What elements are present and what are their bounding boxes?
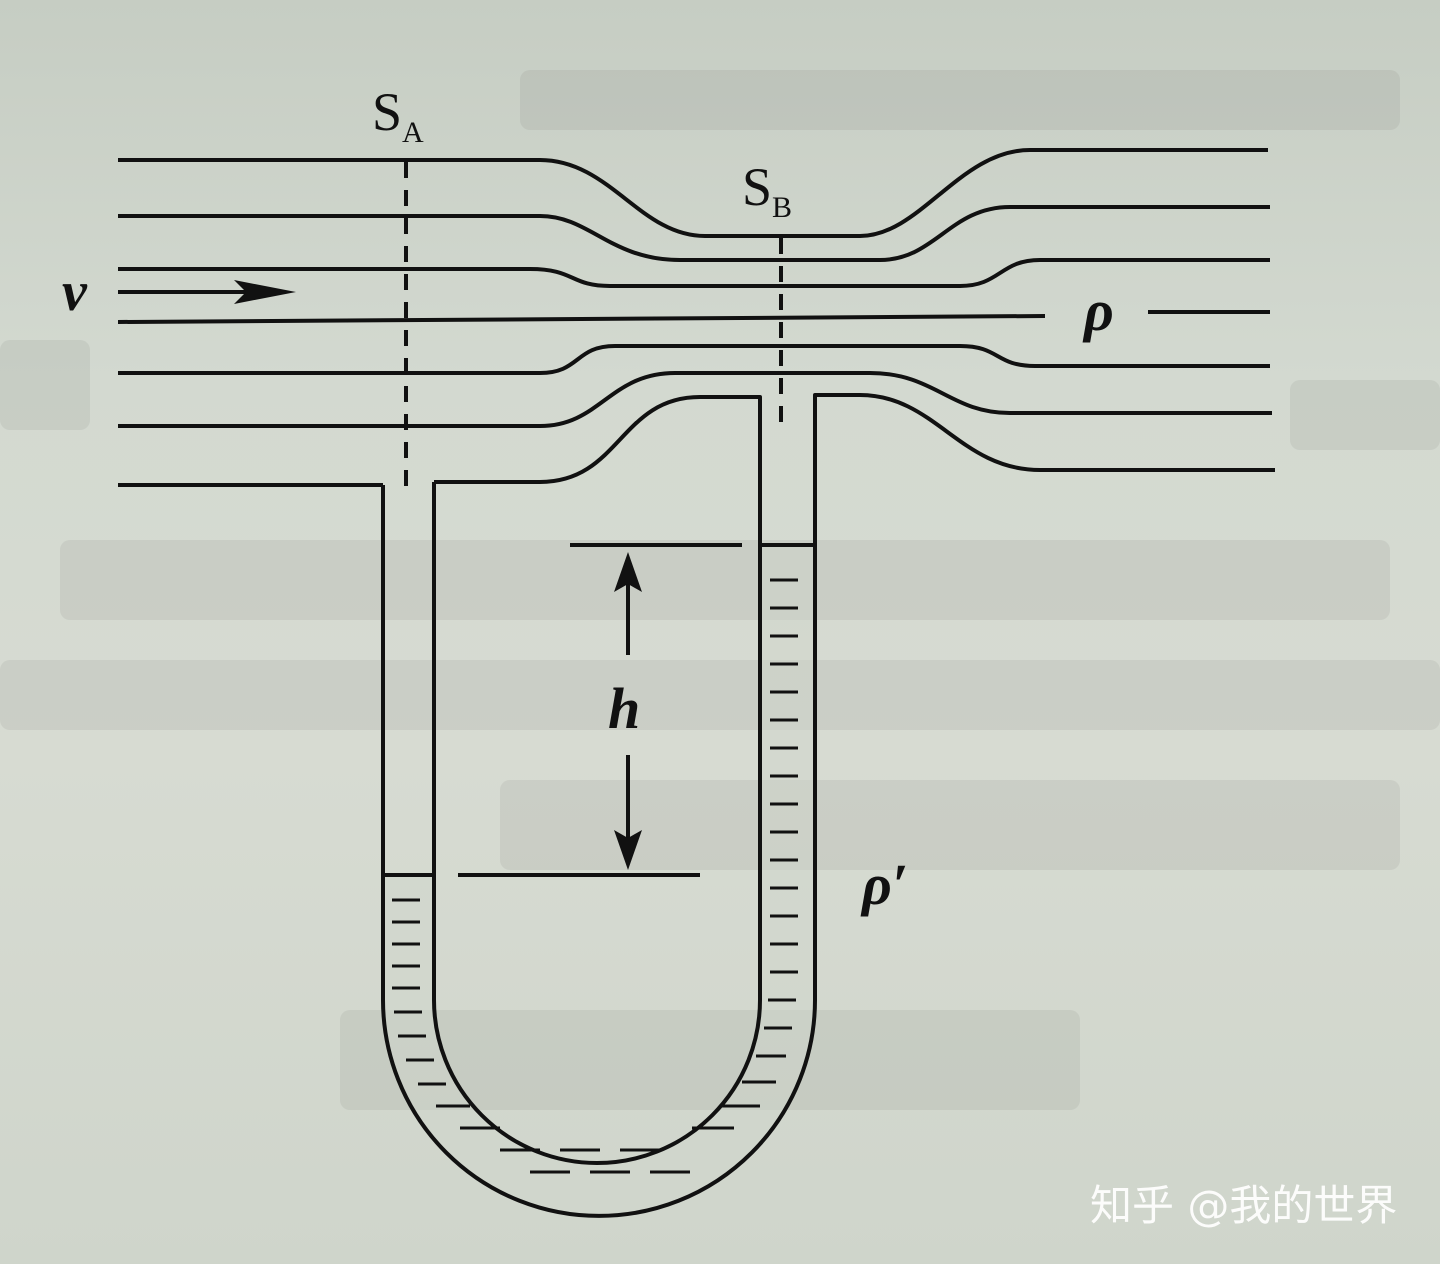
- manometer-density-label: ρ′: [860, 852, 908, 917]
- section-b-label: SB: [742, 157, 792, 224]
- streamline-center-left: [117, 314, 1046, 324]
- height-arrow-down-head: [614, 830, 642, 870]
- pipe-top-wall: [118, 148, 1268, 238]
- height-label: h: [608, 676, 640, 741]
- streamlines: [117, 148, 1275, 545]
- height-arrow-up-head: [614, 552, 642, 592]
- height-indicator: [458, 543, 742, 877]
- u-tube-manometer: [381, 482, 817, 1218]
- background-texture: [0, 70, 1440, 1110]
- velocity-label: v: [62, 261, 88, 323]
- manometer-inner-wall: [432, 482, 762, 1165]
- manometer-liquid: [383, 545, 815, 1216]
- section-b-subscript: B: [772, 191, 792, 224]
- streamline-3: [118, 258, 1270, 288]
- watermark-text: 知乎 @我的世界: [1090, 1181, 1397, 1230]
- pipe-bottom-wall-middle: [434, 395, 762, 545]
- velocity-arrow-head: [234, 280, 296, 304]
- section-a-subscript: A: [402, 116, 424, 149]
- cross-sections: [404, 162, 783, 498]
- manometer-outer-wall: [381, 485, 817, 1218]
- velocity-arrow: [118, 280, 296, 304]
- labels: SA SB v ρ h ρ′: [62, 82, 1114, 917]
- streamline-5: [118, 344, 1270, 375]
- pipe-bottom-wall-right: [813, 393, 1275, 545]
- liquid-hatching: [392, 578, 798, 1174]
- streamline-6: [118, 371, 1272, 428]
- streamline-2: [118, 205, 1270, 262]
- section-a-label: SA: [372, 82, 424, 149]
- fluid-density-label: ρ: [1082, 278, 1114, 343]
